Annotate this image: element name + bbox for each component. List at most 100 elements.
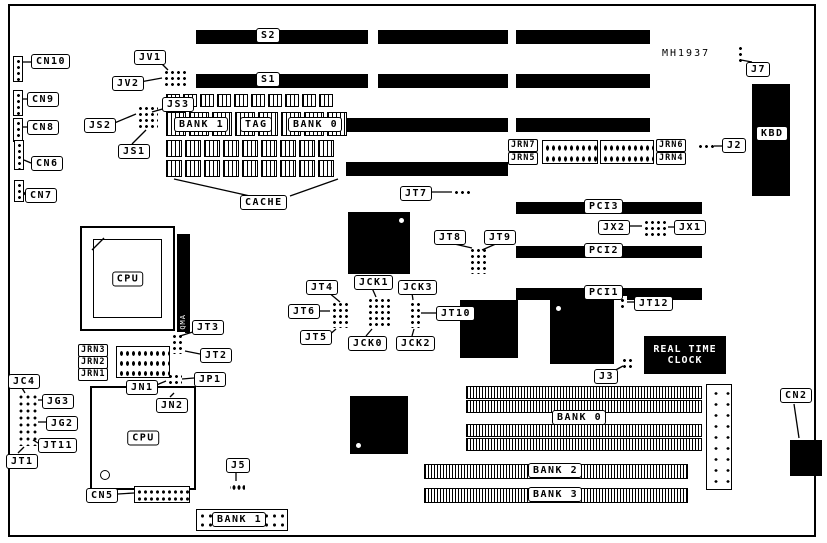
cache-chip [166,140,182,157]
cn6-connector [14,140,24,170]
jt6-jumper-block [330,300,348,328]
cn9-label: CN9 [27,92,59,107]
cache-chip [268,94,282,107]
rtc-chip: REAL TIME CLOCK [644,336,726,374]
cache-chip [299,140,315,157]
isa-slot [378,74,508,88]
cache-chip [318,140,334,157]
jrn7-label: JRN7 [508,139,539,152]
js-jumper-block [136,104,158,130]
jt4-label: JT4 [306,280,338,295]
part-number: MH1937 [662,48,711,59]
jx2-label: JX2 [598,220,630,235]
jt2-label: JT2 [200,348,232,363]
jt12-jumper [618,296,627,311]
cpu-socket-label: CPU [111,271,144,286]
pin1-dot [356,443,361,448]
cache-chip [318,160,334,177]
isa-slot [196,74,368,88]
jrn-header [600,140,654,164]
js1-label: JS1 [118,144,150,159]
j7-jumper [736,44,745,64]
cache-chip [185,140,201,157]
jt1-label: JT1 [6,454,38,469]
slot-pci3-label: PCI3 [584,199,624,214]
j2-label: J2 [722,138,747,153]
jt8-label: JT8 [434,230,466,245]
jrn-header [542,140,598,164]
jt7-jumper [452,188,470,197]
jrn6-label: JRN6 [656,139,687,152]
jrn4-label: JRN4 [656,152,687,165]
cache-chip [223,160,239,177]
jt9-label: JT9 [484,230,516,245]
j7-label: J7 [746,62,771,77]
jg2-label: JG2 [46,416,78,431]
slot-s1-label: S1 [256,72,281,87]
cache-chip [251,94,265,107]
jt5-label: JT5 [300,330,332,345]
cache-chip [234,94,248,107]
jx1-label: JX1 [674,220,706,235]
jt12-label: JT12 [634,296,674,311]
bank0-label: BANK 0 [552,410,607,425]
j5-jumper [230,482,245,490]
jc4-label: JC4 [8,374,40,389]
isa-slot [516,30,650,44]
j5-label: J5 [226,458,251,473]
cn7-connector [14,180,24,202]
jt3-label: JT3 [192,320,224,335]
rtc-line2: CLOCK [667,355,703,366]
isa-slot [346,162,508,176]
cache-chip [185,160,201,177]
jg3-label: JG3 [42,394,74,409]
power-connector [706,384,732,490]
jx-jumper-block [642,218,668,238]
vreg-marking: QMA [179,314,187,330]
cache-chip-row [166,160,334,177]
cache-chip [261,140,277,157]
cpu-socket: CPU [80,226,175,331]
cache-chip [302,94,316,107]
cache-chip [280,160,296,177]
j3-label: J3 [594,369,619,384]
cache-chip [242,140,258,157]
cache-chip [261,160,277,177]
cache-chip [166,160,182,177]
cpu-chip-label: CPU [127,430,159,446]
jv2-label: JV2 [112,76,144,91]
bank1-label: BANK 1 [212,512,267,527]
jp1-label: JP1 [194,372,226,387]
cn8-connector [13,118,23,142]
simm-socket [466,424,702,437]
jv-jumper-block [162,68,188,88]
jck2-jumper-block [408,300,420,328]
cn8-label: CN8 [27,120,59,135]
simm-socket [466,438,702,451]
cn10-label: CN10 [31,54,71,69]
cache-chip [204,160,220,177]
cn2-connector [790,440,822,476]
kbd-label: KBD [756,126,788,141]
jt3-jumper-block [170,332,185,354]
jt11-label: JT11 [38,438,78,453]
isa-slot [516,118,650,132]
cache-chip [242,160,258,177]
jn2-label: JN2 [156,398,188,413]
jck-jumper-block [366,296,392,328]
cache-chip [217,94,231,107]
jc-jumper-block [16,392,38,446]
cache-label: CACHE [240,195,287,210]
bank3-label: BANK 3 [528,487,583,502]
cn9-connector [13,90,23,116]
isa-slot [346,118,508,132]
jt8-jt9-jumper-block [468,246,486,274]
cpu-socket-inner [93,239,162,318]
js3-label: JS3 [162,97,194,112]
jck1-label: JCK1 [354,275,394,290]
js2-label: JS2 [84,118,116,133]
isa-slot [516,74,650,88]
cache-bank0-label: BANK 0 [288,117,343,132]
cn5-label: CN5 [86,488,118,503]
